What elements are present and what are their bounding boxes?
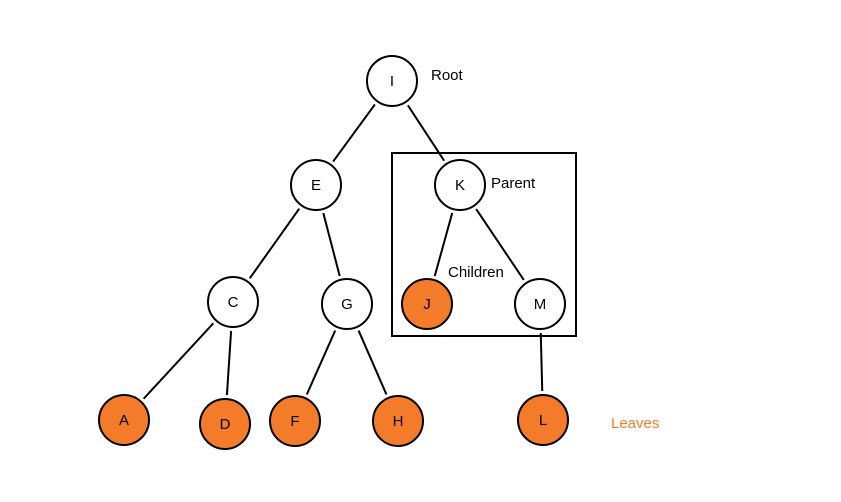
node-label-e: E [311,177,321,194]
node-h: H [372,395,424,447]
children-annotation: Children [448,264,504,281]
node-g: G [321,278,373,330]
node-circle-l [517,394,569,446]
node-f: F [269,395,321,447]
node-label-g: G [341,296,353,313]
node-label-m: M [534,296,547,313]
node-k: K [434,159,486,211]
node-circle-d [199,398,251,450]
root-annotation: Root [431,67,464,84]
node-label-l: L [539,412,547,429]
node-circle-e [290,159,342,211]
node-a: A [98,394,150,446]
leaves-annotation: Leaves [611,415,659,432]
edges-layer [142,103,544,400]
node-circle-m [514,278,566,330]
node-circle-g [321,278,373,330]
node-m: M [514,278,566,330]
edge-m-l [539,332,544,392]
edge-i-k [407,104,445,162]
edge-e-c [248,208,301,279]
parent-annotation: Parent [491,175,536,192]
node-circle-h [372,395,424,447]
node-circle-a [98,394,150,446]
node-circle-j [401,278,453,330]
node-circle-i [366,55,418,107]
node-i: I [366,55,418,107]
node-label-a: A [119,412,129,429]
node-j: J [401,278,453,330]
node-d: D [199,398,251,450]
node-label-c: C [228,294,239,311]
node-l: L [517,394,569,446]
node-circle-c [207,276,259,328]
parent-children-box [391,152,577,337]
nodes-layer: I E K C G J M A D F H L [98,55,569,450]
node-label-h: H [393,413,404,430]
edge-e-g [322,212,341,277]
edge-c-d [225,330,233,396]
node-circle-k [434,159,486,211]
edge-k-j [433,212,454,277]
node-label-d: D [220,416,231,433]
node-c: C [207,276,259,328]
node-label-i: I [390,73,394,90]
node-label-j: J [423,296,431,313]
edge-c-a [142,322,215,400]
node-label-f: F [290,413,299,430]
edge-g-h [357,330,388,395]
node-e: E [290,159,342,211]
edge-i-e [332,103,376,163]
node-label-k: K [455,177,465,194]
edge-k-m [475,208,525,281]
edge-g-f [305,330,337,395]
node-circle-f [269,395,321,447]
